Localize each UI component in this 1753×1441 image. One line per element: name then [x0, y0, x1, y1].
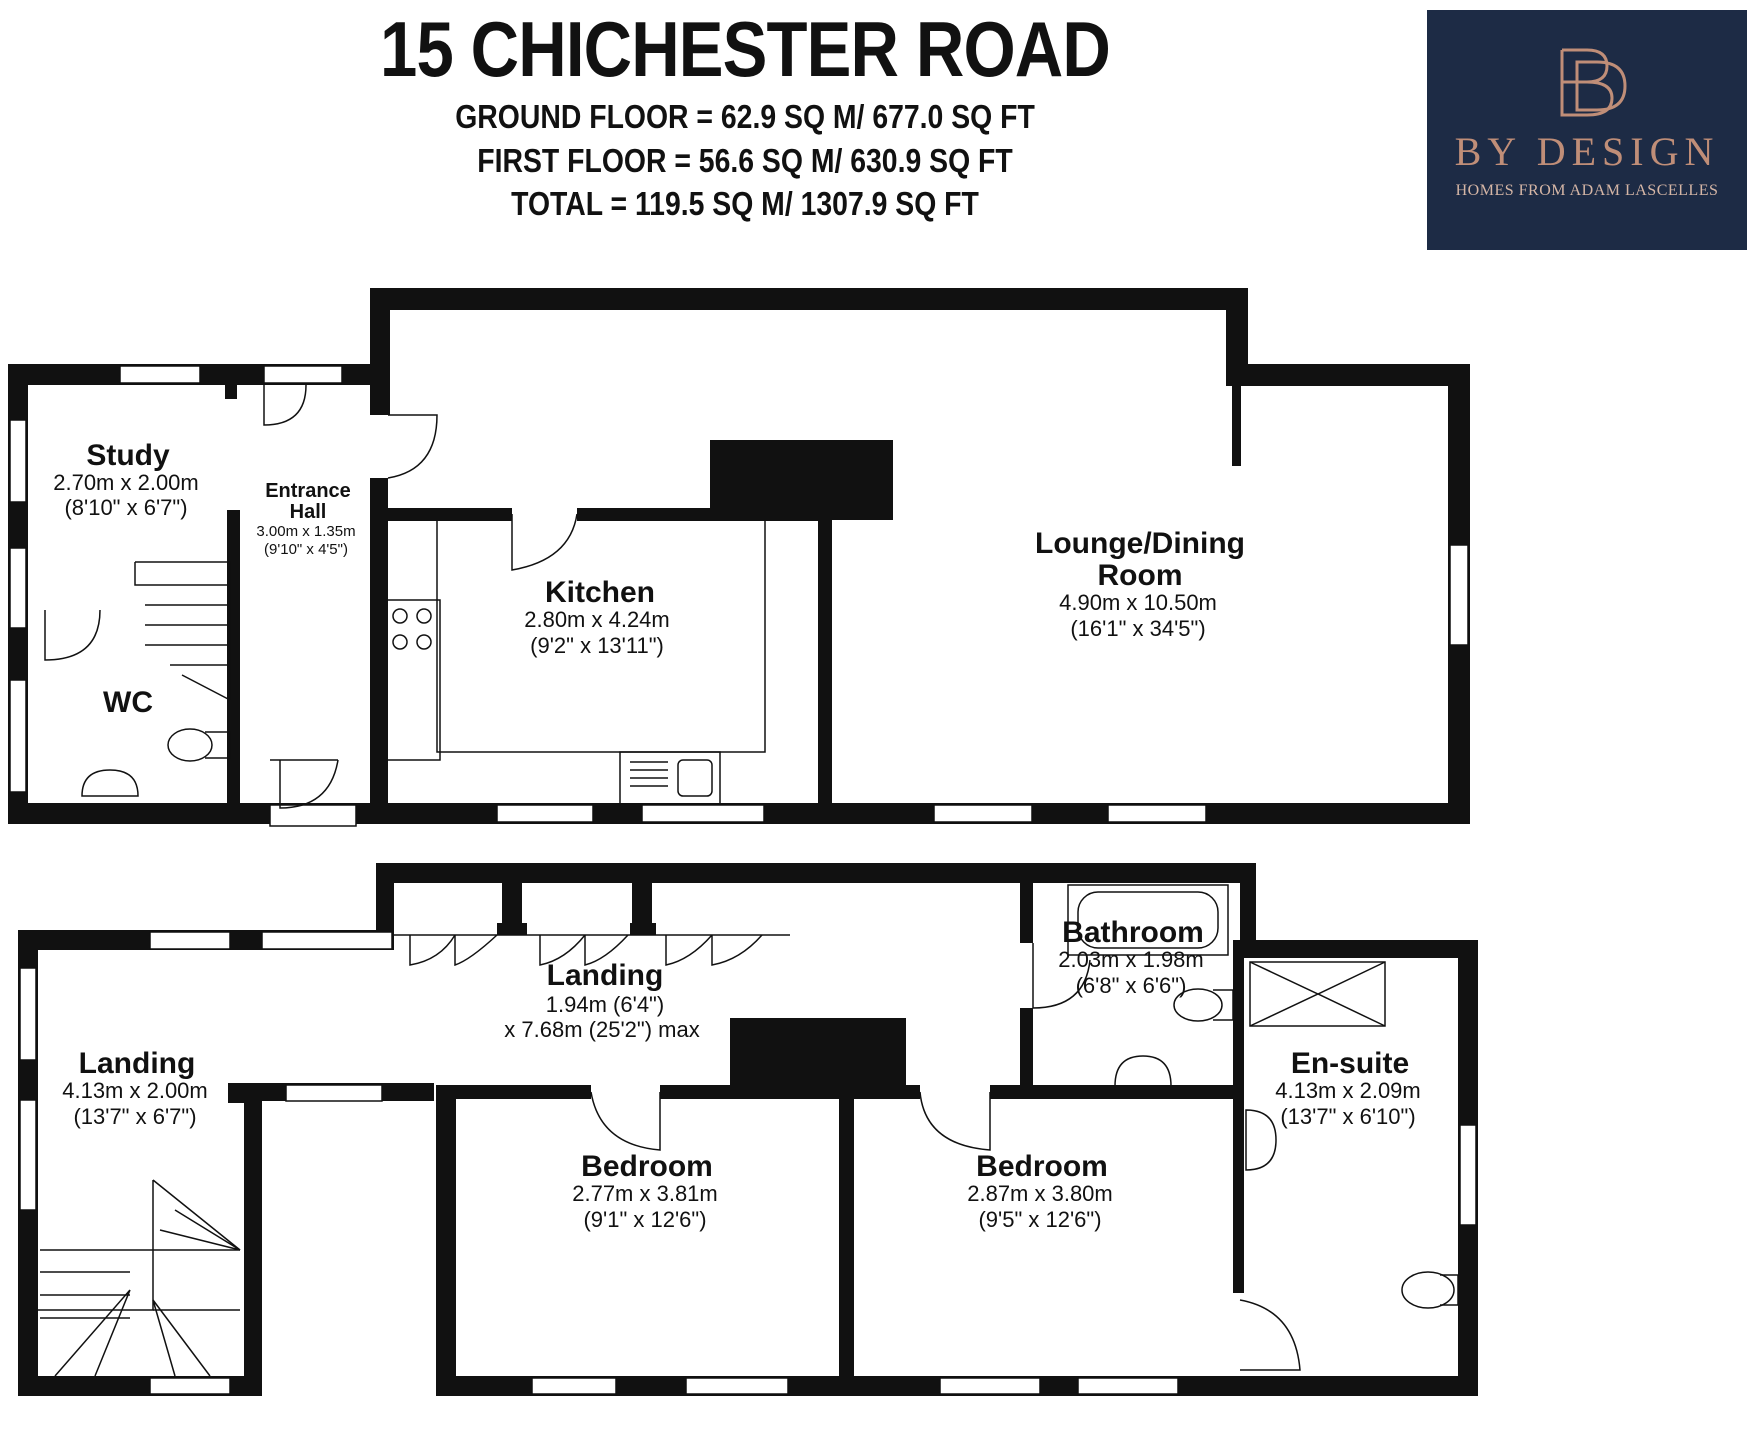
study-imperial: (8'10" x 6'7")	[64, 495, 187, 520]
logo-name: BY DESIGN	[1454, 129, 1720, 174]
bedroom-2-imperial: (9'5" x 12'6")	[978, 1207, 1101, 1232]
landing-left-name: Landing	[79, 1047, 196, 1080]
ground-floor-windows	[9, 365, 1469, 827]
ground-floor-plan	[8, 288, 1470, 827]
bedroom-1-imperial: (9'1" x 12'6")	[583, 1207, 706, 1232]
kitchen-imperial: (9'2" x 13'11")	[530, 633, 664, 658]
entrance-hall-imperial: (9'10" x 4'5")	[264, 541, 348, 558]
first-floor-doors	[394, 934, 1301, 1371]
landing-left-imperial: (13'7" x 6'7")	[73, 1104, 196, 1129]
ensuite-imperial: (13'7" x 6'10")	[1280, 1104, 1415, 1129]
study-name: Study	[86, 439, 170, 472]
bathroom-imperial: (6'8" x 6'6")	[1076, 973, 1187, 998]
landing-main-size-2: x 7.68m (25'2") max	[504, 1017, 699, 1042]
first-floor-windows	[19, 931, 1477, 1395]
study-size: 2.70m x 2.00m	[53, 470, 199, 495]
bd-monogram-icon	[1560, 48, 1627, 117]
property-title: 15 CHICHESTER ROAD	[380, 5, 1111, 93]
ground-floor-fixtures	[81, 521, 766, 805]
entrance-hall-name-1: Entrance	[265, 480, 351, 502]
total-area: TOTAL = 119.5 SQ M/ 1307.9 SQ FT	[511, 185, 979, 222]
lounge-name-2: Room	[1098, 559, 1183, 592]
entrance-hall-size: 3.00m x 1.35m	[256, 523, 355, 540]
ground-floor-area: GROUND FLOOR = 62.9 SQ M/ 677.0 SQ FT	[455, 98, 1035, 135]
bedroom-1-size: 2.77m x 3.81m	[572, 1181, 718, 1206]
entrance-hall-name-2: Hall	[290, 501, 327, 523]
bathroom-size: 2.03m x 1.98m	[1058, 947, 1204, 972]
ground-floor-doors	[44, 384, 578, 809]
bedroom-2-size: 2.87m x 3.80m	[967, 1181, 1113, 1206]
landing-main-size-1: 1.94m (6'4")	[546, 992, 664, 1017]
first-floor-plan	[18, 863, 1478, 1396]
ground-floor-walls	[8, 288, 1470, 824]
bedroom-2-name: Bedroom	[976, 1150, 1108, 1183]
bathroom-name: Bathroom	[1062, 916, 1204, 949]
first-floor-area: FIRST FLOOR = 56.6 SQ M/ 630.9 SQ FT	[477, 142, 1013, 179]
bedroom-1-name: Bedroom	[581, 1150, 713, 1183]
kitchen-size: 2.80m x 4.24m	[524, 607, 670, 632]
room-labels: Study 2.70m x 2.00m (8'10" x 6'7") Entra…	[53, 439, 1421, 1232]
kitchen-name: Kitchen	[545, 576, 655, 609]
logo-tagline: HOMES FROM ADAM LASCELLES	[1455, 182, 1719, 199]
wc-name: WC	[103, 686, 153, 719]
landing-left-size: 4.13m x 2.00m	[62, 1078, 208, 1103]
by-design-logo: BY DESIGN HOMES FROM ADAM LASCELLES	[1427, 10, 1747, 250]
ensuite-name: En-suite	[1291, 1047, 1409, 1080]
lounge-imperial: (16'1" x 34'5")	[1070, 616, 1205, 641]
lounge-size: 4.90m x 10.50m	[1059, 590, 1217, 615]
landing-main-name: Landing	[547, 959, 664, 992]
lounge-name-1: Lounge/Dining	[1035, 527, 1245, 560]
first-floor-walls	[18, 863, 1478, 1396]
first-floor-fixtures	[38, 884, 1459, 1377]
ensuite-size: 4.13m x 2.09m	[1275, 1078, 1421, 1103]
